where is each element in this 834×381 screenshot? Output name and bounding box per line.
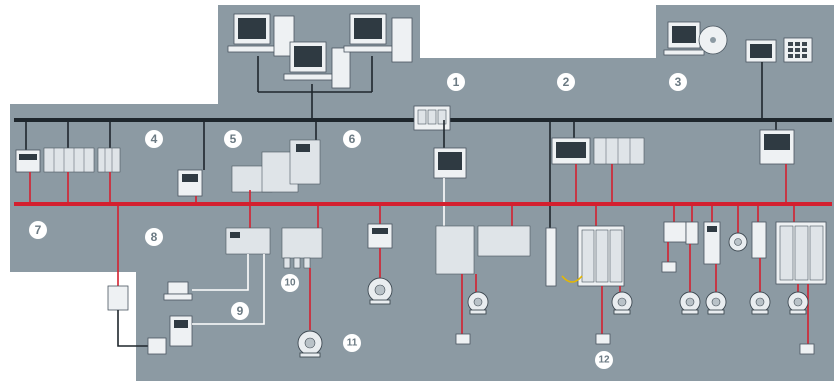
io-module-icon (97, 147, 121, 173)
callout-10: 10 (281, 274, 299, 292)
callout-9: 9 (231, 302, 249, 320)
callout-8: 8 (145, 228, 163, 246)
background-panel (10, 5, 834, 381)
actuator-icon (455, 261, 815, 355)
workstation-group (227, 13, 413, 120)
ethernet-drops (25, 120, 777, 228)
engineering-station (663, 21, 813, 120)
callout-1: 1 (447, 73, 465, 91)
drive-icon (577, 225, 625, 287)
operator-panel-icon (745, 39, 777, 63)
svg-text:8: 8 (151, 230, 158, 244)
encoder-icon (545, 227, 557, 287)
svg-text:1: 1 (453, 75, 460, 89)
callout-4: 4 (145, 130, 163, 148)
motor-icon (787, 291, 809, 315)
workstation-icon (343, 13, 413, 63)
connection-line (192, 254, 249, 291)
motor-icon (728, 232, 748, 252)
callout-2: 2 (557, 73, 575, 91)
flowmeter-icon (147, 337, 167, 355)
motor-connections (309, 222, 809, 344)
callout-11: 11 (343, 334, 361, 352)
operator-panel-icon (759, 129, 795, 165)
io-module-icon (225, 227, 271, 255)
drive-icon (775, 221, 827, 285)
motor-icon (611, 291, 633, 315)
gateway-icon (177, 169, 203, 197)
transmitter-icon (169, 315, 193, 347)
coupler-icon (107, 285, 129, 311)
callout-5: 5 (224, 130, 242, 148)
transmitter-icon (163, 281, 193, 301)
callout-3: 3 (669, 73, 687, 91)
sensor-icon (663, 221, 687, 243)
connection-line (117, 310, 148, 347)
motor-icon (679, 291, 701, 315)
svg-text:12: 12 (598, 355, 610, 366)
motor-icon (297, 330, 323, 358)
motor-icon (467, 291, 489, 315)
controller-icon (15, 149, 41, 173)
motor-icon (367, 277, 393, 305)
drive-icon (751, 221, 767, 259)
svg-text:7: 7 (35, 223, 42, 237)
keypad-icon (783, 37, 813, 63)
callout-7: 7 (29, 221, 47, 239)
svg-text:10: 10 (284, 278, 296, 289)
io-module-icon (231, 139, 321, 193)
motor-icon (705, 291, 727, 315)
svg-text:5: 5 (230, 132, 237, 146)
workstation-icon (227, 13, 295, 57)
svg-text:11: 11 (347, 338, 358, 349)
callout-12: 12 (595, 351, 613, 369)
svg-text:4: 4 (151, 132, 158, 146)
drive-icon (685, 221, 699, 245)
cd-icon (698, 25, 728, 55)
motor-icon (749, 291, 771, 315)
svg-text:3: 3 (675, 75, 682, 89)
svg-text:9: 9 (237, 304, 244, 318)
fieldbus-drops (29, 164, 795, 286)
callout-6: 6 (343, 130, 361, 148)
drive-icon (367, 223, 393, 249)
operator-panel-icon (433, 147, 467, 179)
svg-text:2: 2 (563, 75, 570, 89)
io-module-icon (593, 137, 645, 165)
controller-icon (551, 137, 591, 165)
workstation-icon (283, 41, 351, 89)
link-arrow-icon (561, 275, 583, 283)
io-module-icon (435, 225, 531, 275)
io-module-icon (43, 147, 95, 173)
connection-line (192, 254, 265, 325)
svg-text:6: 6 (349, 132, 356, 146)
workstation-icon (663, 21, 705, 56)
drive-icon (703, 221, 721, 265)
io-module-icon (281, 227, 323, 269)
